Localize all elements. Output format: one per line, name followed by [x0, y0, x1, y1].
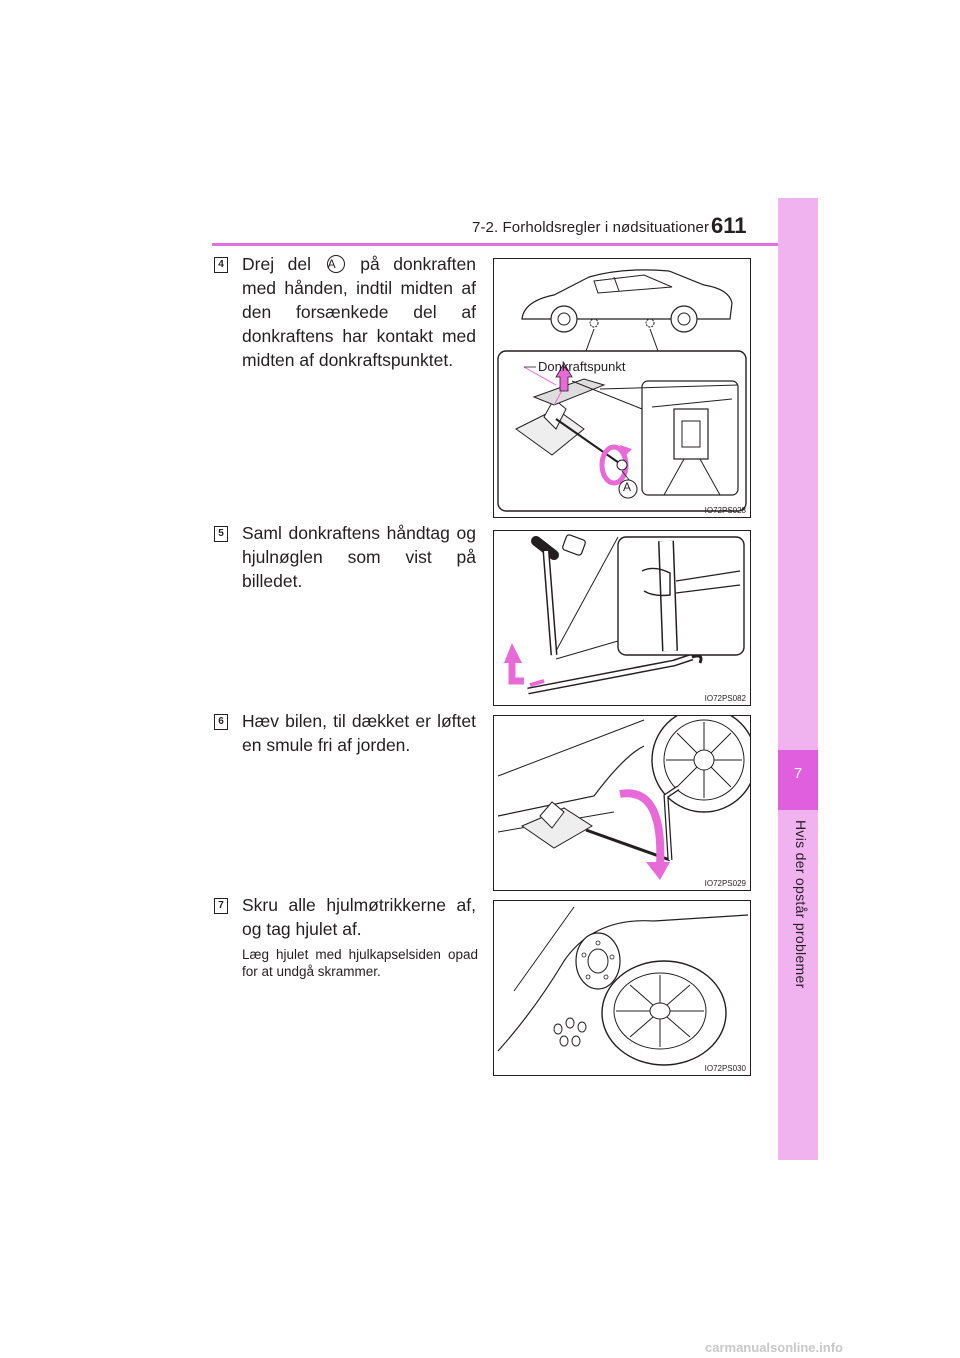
step-4-text: Drej del A på donkraften med hånden, ind… [242, 252, 476, 372]
figure-callout-a: A [623, 480, 632, 494]
chapter-title: Hvis der opstår problemer [793, 820, 809, 989]
step-7-number: 7 [214, 898, 228, 914]
part-a-callout: A [326, 255, 345, 273]
step-5-text: Saml donkraftens håndtag og hjulnøglen s… [242, 523, 476, 591]
figure-raise-vehicle: IO72PS029 [493, 715, 751, 891]
step-6-number: 6 [214, 714, 228, 730]
jack-point-illustration [497, 269, 747, 512]
figure-2-code: IO72PS082 [704, 694, 746, 703]
page-number: 611 [711, 213, 747, 238]
step-4-number: 4 [214, 257, 228, 273]
figure-1-code: IO72PS028 [704, 506, 746, 515]
jack-point-label: Donkraftspunkt [538, 359, 626, 374]
step-7-note: Læg hjulet med hjulkapselsiden opad for … [242, 947, 478, 979]
remove-wheel-illustration [497, 906, 749, 1066]
figure-3-code: IO72PS029 [704, 879, 746, 888]
section-title: 7-2. Forholdsregler i nødsituationer [472, 219, 710, 236]
watermark: carmanualsonline.info [705, 1340, 843, 1355]
figure-handle-assembly: IO72PS082 [493, 530, 751, 706]
raise-vehicle-illustration [497, 716, 750, 880]
chapter-side-tab [778, 198, 818, 1160]
figure-remove-wheel: IO72PS030 [493, 900, 751, 1076]
figure-jack-point: Donkraftspunkt A IO72PS028 [493, 258, 751, 518]
step-5-number: 5 [214, 526, 228, 542]
header-divider [212, 243, 817, 246]
step-6-text: Hæv bilen, til dækket er løftet en smule… [242, 711, 476, 755]
figure-4-code: IO72PS030 [704, 1064, 746, 1073]
chapter-number: 7 [793, 765, 803, 782]
step-4-text-before: Drej del [242, 254, 312, 274]
step-4-text-after: på donkraften med hånden, indtil midten … [242, 254, 476, 370]
handle-assembly-illustration [504, 534, 745, 695]
chapter-number-box [778, 750, 818, 810]
step-7-text: Skru alle hjulmøtrikkerne af, og tag hju… [242, 895, 476, 939]
